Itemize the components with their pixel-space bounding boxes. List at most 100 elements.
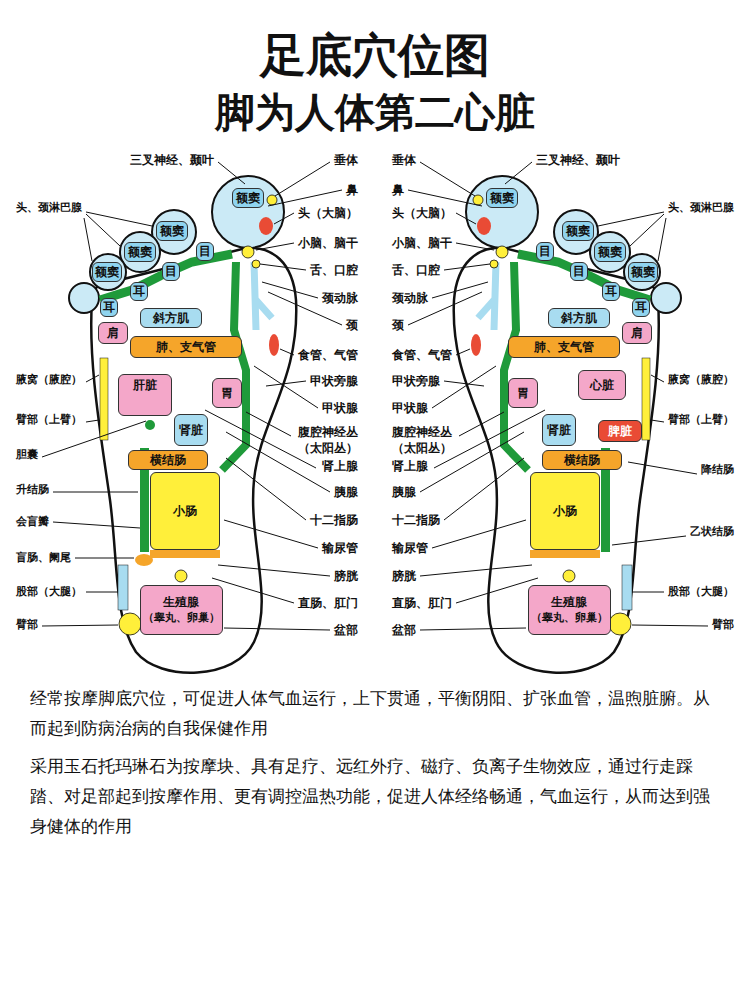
illustration-shape — [246, 412, 291, 436]
organ-region: 目 — [536, 242, 554, 261]
organ-name: 斜方肌 — [561, 311, 597, 326]
illustration-shape — [275, 162, 330, 196]
part-label: 臂部 — [16, 617, 38, 633]
organ-name: 额窦 — [631, 265, 655, 280]
part-label: 膀胱 — [392, 568, 416, 584]
organ-name: 脾脏 — [608, 424, 632, 439]
organ-region: 耳 — [130, 282, 148, 301]
illustration-shape — [42, 625, 118, 626]
organ-name: 小肠 — [553, 504, 577, 519]
part-label: 输尿管 — [392, 540, 428, 556]
organ-region: 额窦 — [92, 262, 122, 282]
part-label: 鼻 — [392, 182, 404, 198]
part-label: 舌、口腔 — [392, 262, 440, 278]
mouth-dot — [252, 260, 260, 268]
organ-name: 额窦 — [128, 245, 152, 260]
organ-region: 额窦 — [562, 221, 594, 241]
part-label: 食管、气管 — [392, 347, 452, 363]
organ-region: 额窦 — [628, 262, 658, 282]
part-label: 腹腔神经丛 （太阳丛） — [392, 424, 456, 456]
part-label: 臂部（上臂） — [16, 412, 82, 428]
organ-name: 肺、支气管 — [156, 340, 216, 355]
organ-name: 小肠 — [173, 504, 197, 519]
organ-name: 横结肠 — [564, 453, 600, 468]
organ-name: 斜方肌 — [153, 311, 189, 326]
part-label: 小脑、脑干 — [298, 235, 358, 251]
organ-name: 肾脏 — [179, 423, 203, 438]
part-label: 胰腺 — [334, 484, 358, 500]
organ-name: 生殖腺 — [551, 595, 587, 610]
part-label: 颈动脉 — [392, 290, 428, 306]
part-label: 臂部（上臂） — [668, 412, 734, 428]
organ-region: 小肠 — [530, 472, 600, 550]
part-label: 甲状旁腺 — [310, 373, 358, 389]
part-label: 乙状结肠 — [690, 524, 734, 540]
part-label: 垂体 — [334, 152, 358, 168]
spine-strip — [222, 262, 246, 470]
part-label: 股部（大腿） — [668, 584, 734, 600]
part-label: 盆部 — [334, 622, 358, 638]
illustration-shape — [212, 578, 294, 603]
part-label: 头（大脑） — [392, 205, 452, 221]
thigh-bar — [118, 565, 128, 610]
part-label: 垂体 — [392, 152, 416, 168]
part-label: 三叉神经、颞叶 — [536, 152, 620, 168]
organ-name: （睾丸、卵巢） — [143, 610, 220, 625]
organ-region: 耳 — [602, 282, 620, 301]
illustration-shape — [53, 492, 138, 493]
part-label: 盆部 — [392, 622, 416, 638]
illustration-shape — [628, 462, 697, 474]
organ-name: 横结肠 — [150, 453, 186, 468]
organ-region: 耳 — [632, 298, 650, 317]
heel-dot — [119, 613, 141, 635]
part-label: 颈动脉 — [322, 290, 358, 306]
organ-region: 生殖腺（睾丸、卵巢） — [140, 585, 223, 635]
part-label: 鼻 — [346, 182, 358, 198]
organ-name: 额窦 — [566, 224, 590, 239]
illustration-shape — [75, 558, 134, 559]
organ-name: 目 — [199, 244, 211, 259]
part-label: 甲状旁腺 — [392, 373, 440, 389]
organ-region: 横结肠 — [542, 450, 622, 470]
left-only-parts — [42, 420, 155, 566]
part-label: 舌、口腔 — [310, 262, 358, 278]
organ-name: 额窦 — [598, 245, 622, 260]
gallbladder-dot — [145, 420, 155, 430]
organ-region: 肩 — [98, 322, 128, 344]
organ-name: 肝脏 — [133, 378, 157, 393]
illustration-shape — [84, 218, 92, 261]
part-label: 会盲瓣 — [16, 514, 49, 530]
organ-region: 肩 — [622, 322, 652, 344]
part-label: 膀胱 — [334, 568, 358, 584]
part-label: 胆囊 — [16, 447, 38, 463]
organ-name: 耳 — [103, 300, 115, 315]
pituitary-dot — [267, 195, 277, 205]
organ-region: 额窦 — [486, 188, 518, 208]
caption-text: 经常按摩脚底穴位，可促进人体气血运行，上下贯通，平衡阴阳、扩张血管，温煦脏腑。从… — [30, 684, 720, 744]
illustration-shape — [280, 349, 294, 355]
organ-region: 脾脏 — [598, 420, 642, 442]
organ-region: 斜方肌 — [140, 308, 202, 328]
illustration-shape — [86, 214, 120, 246]
organ-region: 胃 — [212, 378, 242, 408]
brain-spot — [259, 217, 273, 235]
illustration-shape — [268, 190, 342, 206]
illustration-shape — [274, 213, 294, 224]
organ-region: 肺、支气管 — [130, 336, 242, 358]
organ-name: 耳 — [133, 284, 145, 299]
organ-region: 额窦 — [594, 242, 626, 262]
appendix-patch — [135, 554, 153, 566]
organ-region: 额窦 — [156, 221, 188, 241]
organ-name: 心脏 — [590, 378, 614, 393]
organ-name: 目 — [573, 264, 585, 279]
heel-dot — [175, 570, 187, 582]
left-foot — [42, 162, 342, 673]
organ-region: 目 — [570, 262, 588, 281]
organ-name: 额窦 — [95, 265, 119, 280]
organ-name: 肩 — [631, 326, 643, 341]
right-foot — [408, 162, 708, 673]
organ-region: 额窦 — [232, 188, 264, 208]
toe — [212, 176, 284, 248]
part-label: 甲状腺 — [392, 400, 428, 416]
